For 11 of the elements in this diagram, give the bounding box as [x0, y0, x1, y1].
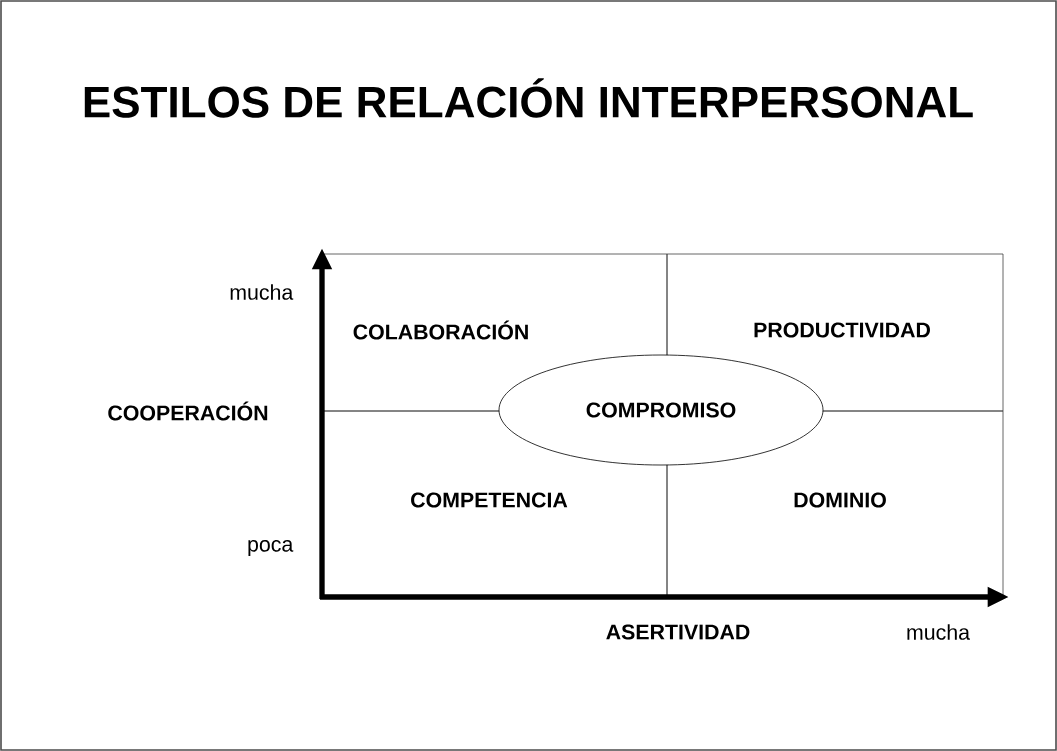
axis-label: poca: [248, 540, 294, 556]
axis-label: COOPERACIÓN: [108, 401, 268, 421]
quadrant-label: PRODUCTIVIDAD: [754, 322, 930, 338]
title: ESTILOS DE RELACIÓN INTERPERSONAL: [84, 78, 973, 118]
axis-label: mucha: [230, 284, 294, 300]
quadrant-label: DOMINIO: [794, 492, 886, 508]
quadrant-label: COMPETENCIA: [411, 492, 568, 508]
axis-label: ASERTIVIDAD: [606, 624, 750, 640]
ellipse-node: COMPROMISO: [498, 354, 824, 466]
quadrant-label: COLABORACIÓN: [353, 320, 528, 340]
axis-label: mucha: [907, 624, 970, 640]
